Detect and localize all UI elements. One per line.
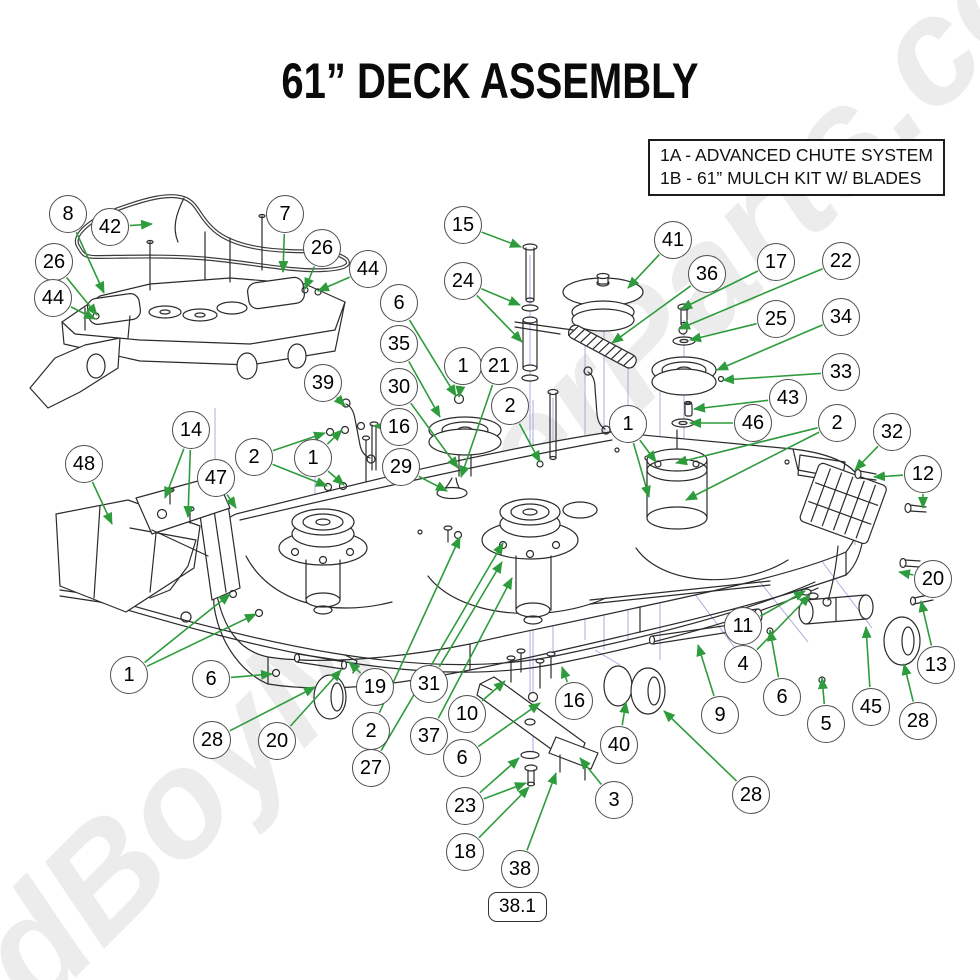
leader-arrow-14 — [164, 448, 185, 499]
note-line-2: 1B - 61” MULCH KIT W/ BLADES — [660, 168, 922, 189]
leader-arrow-27 — [380, 542, 504, 752]
idler-arm-cluster — [323, 366, 611, 492]
rear-rollers-wheels — [589, 580, 934, 715]
leader-arrow-38 — [526, 772, 557, 851]
page-title: 61” DECK ASSEMBLY — [281, 53, 699, 109]
leader-arrow-1 — [327, 470, 345, 486]
leader-arrow-22 — [678, 267, 823, 330]
front-rod-left — [228, 589, 358, 720]
pulley-cover-and-spring — [514, 272, 644, 369]
leader-arrow-1 — [144, 593, 231, 664]
leader-arrow-34 — [716, 324, 823, 371]
leader-arrow-20 — [898, 569, 914, 580]
center-spindle — [443, 498, 598, 625]
leader-arrow-14 — [183, 449, 194, 518]
leader-arrow-21 — [459, 384, 494, 478]
leader-arrow-9 — [696, 644, 715, 697]
leader-arrow-6 — [767, 629, 780, 678]
leader-arrow-18 — [478, 786, 530, 839]
leader-arrow-25 — [689, 322, 757, 343]
leader-arrow-1 — [326, 429, 343, 445]
leader-arrow-5 — [817, 677, 828, 705]
leader-arrow-23 — [483, 782, 527, 800]
note-line-1: 1A - ADVANCED CHUTE SYSTEM — [660, 145, 933, 165]
leader-arrow-6 — [408, 319, 457, 397]
leader-arrow-7 — [278, 233, 289, 273]
leader-arrow-41 — [627, 254, 660, 289]
leader-arrow-2 — [272, 463, 328, 487]
leader-arrow-33 — [722, 372, 822, 385]
right-pulley-stack — [651, 303, 725, 428]
leader-arrow-15 — [481, 231, 522, 248]
idler-pulley-stack — [428, 388, 559, 500]
mini-deck-body — [29, 213, 346, 409]
leader-arrow-43 — [693, 399, 769, 413]
leader-arrow-31 — [438, 561, 503, 668]
leader-arrow-44 — [317, 276, 351, 292]
leader-arrow-6 — [230, 669, 273, 680]
leader-arrow-28 — [901, 663, 914, 702]
diagram-line-art — [29, 194, 934, 787]
leader-arrow-20 — [289, 669, 342, 727]
leader-arrow-3 — [579, 757, 603, 786]
leader-arrow-29 — [418, 475, 448, 492]
leader-arrow-30 — [410, 402, 459, 469]
left-spindle — [278, 508, 368, 615]
leader-arrow-13 — [918, 600, 933, 646]
ref-box-38-1: 38.1 — [488, 892, 547, 922]
mini-deck-belt — [74, 194, 350, 273]
leader-arrow-44 — [70, 306, 96, 320]
leader-arrow-1 — [639, 439, 657, 463]
leader-arrow-39 — [333, 394, 346, 407]
leader-arrow-17 — [680, 270, 759, 310]
leader-arrow-36 — [611, 285, 692, 344]
leader-arrow-32 — [854, 445, 879, 471]
leader-arrow-1 — [632, 442, 651, 498]
leader-arrow-11 — [760, 590, 806, 617]
leader-arrow-28 — [663, 710, 738, 782]
note-box: 1A - ADVANCED CHUTE SYSTEM 1B - 61” MULC… — [648, 139, 945, 197]
leader-arrow-2 — [272, 431, 326, 452]
chute-grate — [799, 462, 927, 607]
leader-arrow-45 — [861, 626, 872, 688]
leader-arrow-16 — [560, 666, 571, 683]
leader-arrow-35 — [408, 361, 441, 418]
leader-arrow-48 — [91, 481, 113, 525]
leader-arrow-24 — [476, 294, 523, 343]
leader-arrow-23 — [479, 757, 520, 794]
leader-arrow-1 — [455, 385, 466, 398]
leader-arrow-40 — [619, 701, 630, 726]
leader-arrow-layer — [65, 219, 933, 851]
leader-arrow-28 — [229, 686, 316, 732]
leader-arrow-24 — [481, 288, 521, 306]
leader-arrow-2 — [675, 427, 818, 466]
leader-arrow-4 — [756, 594, 811, 651]
leader-arrow-37 — [437, 577, 513, 719]
leader-arrow-1 — [146, 613, 257, 668]
discharge-deflector — [55, 475, 231, 623]
leader-arrow-42 — [129, 219, 153, 230]
blade-assembly — [476, 648, 599, 787]
leader-arrow-2 — [685, 431, 820, 501]
leader-arrow-26 — [304, 266, 316, 290]
leader-arrow-2 — [518, 423, 541, 463]
leader-arrow-8 — [75, 231, 105, 294]
leader-arrow-6 — [477, 702, 541, 748]
leader-arrow-12 — [873, 471, 904, 482]
